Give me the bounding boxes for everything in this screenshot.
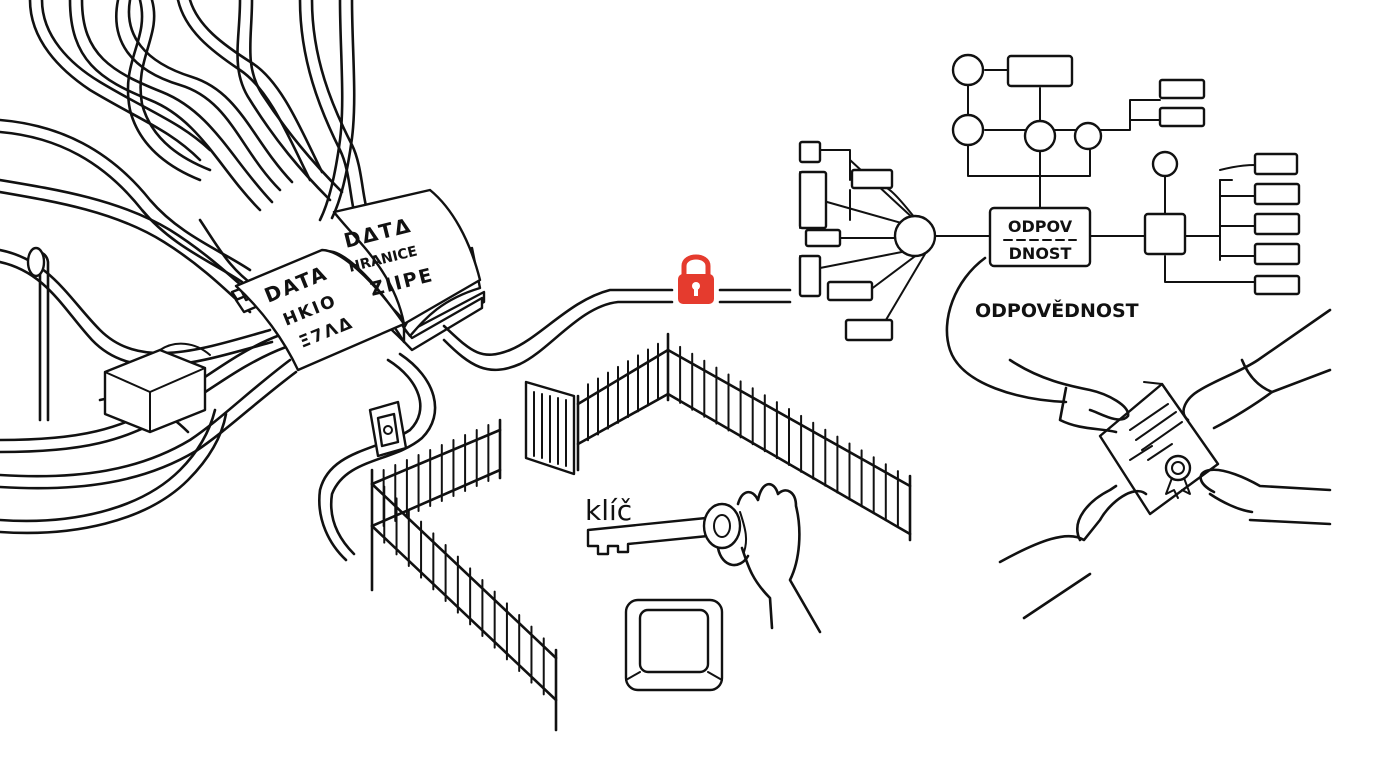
responsibility-node-box <box>988 206 1092 268</box>
certificate-document <box>1098 382 1220 516</box>
responsibility-cable <box>945 256 1068 404</box>
handshake-certificate <box>998 308 1332 620</box>
square-button-icon <box>624 598 724 692</box>
node-box-line-1: ODPOV <box>1008 217 1073 236</box>
cable-bundle <box>0 0 370 535</box>
book-to-gate-cable <box>318 352 437 562</box>
padlock-icon <box>678 254 714 304</box>
fence-enclosure <box>370 332 912 732</box>
data-pipe <box>442 288 792 372</box>
key-label: klíč <box>585 494 632 527</box>
wall-socket <box>368 400 408 458</box>
node-box-line-2: DNOST <box>1009 244 1072 263</box>
seal-icon <box>1164 454 1192 499</box>
structure-diagram: ODPOV DNOST ODPOVĚDNOST <box>798 53 1301 342</box>
key-with-hand: klíč <box>585 482 822 634</box>
responsibility-label: ODPOVĚDNOST <box>975 299 1139 322</box>
open-book: DATA HKIO Ξ7ΛΔ DΔTΔ HRANICE ZIIPE <box>230 188 486 372</box>
